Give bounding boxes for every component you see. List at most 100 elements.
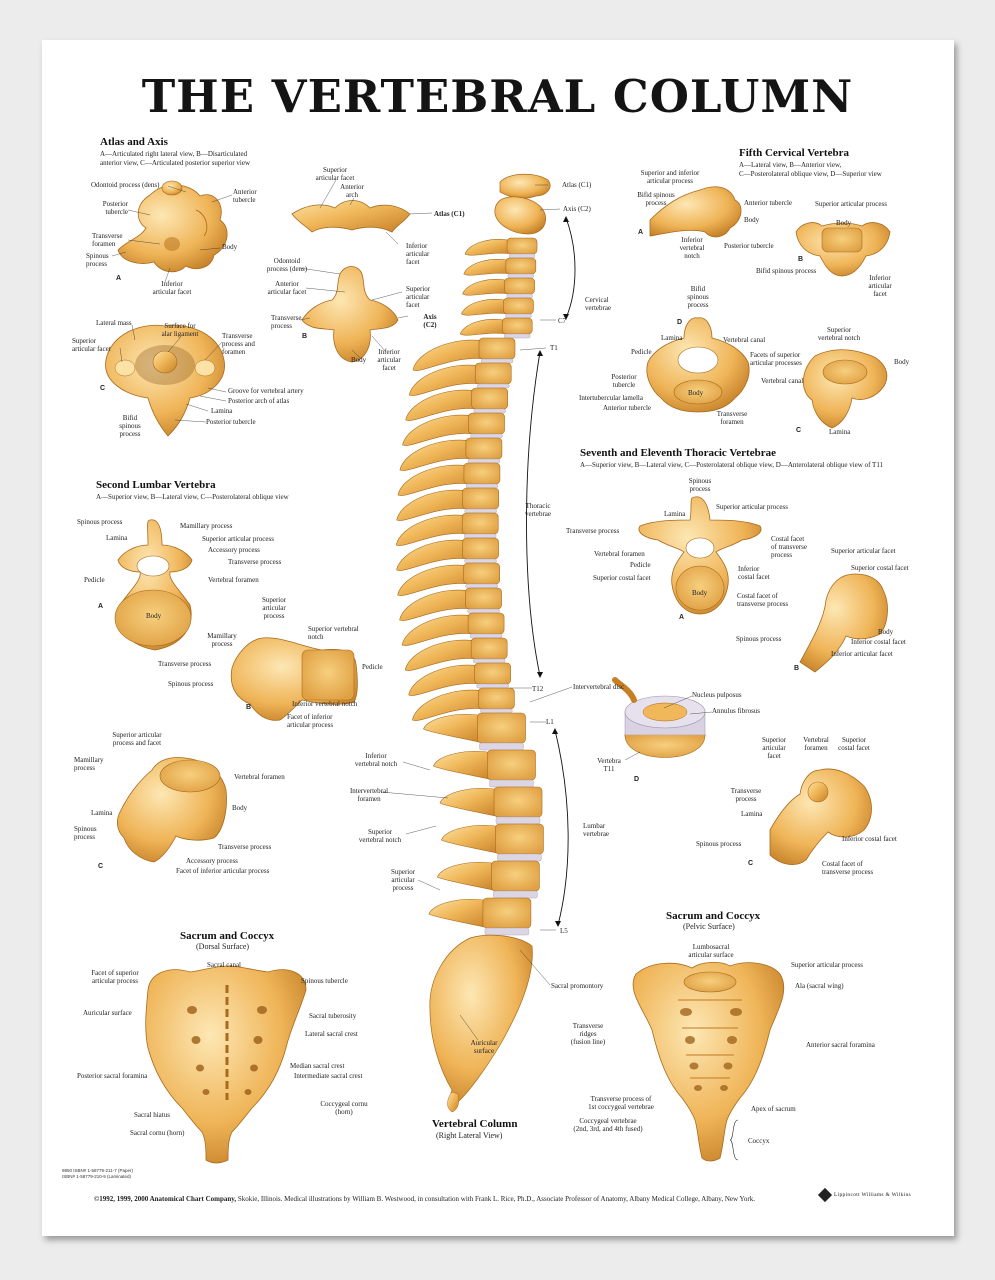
label-sp-apex: Apex of sacrum [751, 1105, 796, 1113]
label-l-body-c: Body [232, 804, 248, 812]
label-col-l1: L1 [546, 718, 554, 726]
atlas-c1-anterior-illustration [291, 200, 411, 233]
label-c5-body-d: Body [688, 389, 704, 397]
sacrum-dorsal-heading: Sacrum and Coccyx [180, 930, 275, 942]
c5-superior-illustration [646, 317, 750, 413]
label-posterior-tubercle-c: Posterior tubercle [206, 418, 256, 426]
label-l-mamillary-process: Mamillary process [180, 522, 233, 530]
label-t-spinous-process-b: Spinous process [736, 635, 782, 643]
c5-anterior-illustration [795, 222, 891, 277]
label-t-inferior-costal-facet-b: Inferior costal facet [851, 638, 906, 646]
label-intervertebral-disc: Intervertebral disc [573, 683, 625, 691]
label-c5-anterior-tubercle: Anterior tubercle [744, 199, 793, 207]
lumbar-superior-illustration [114, 519, 193, 651]
letter-c-t: C [748, 860, 754, 867]
label-c5-pedicle: Pedicle [631, 348, 652, 356]
column-caption: Vertebral Column [432, 1118, 518, 1130]
letter-b-t: B [794, 665, 800, 672]
t11-disc-illustration [612, 677, 706, 758]
label-l-spinous-process: Spinous process [77, 518, 123, 526]
label-sp-superior-articular-process: Superior articular process [791, 961, 863, 969]
letter-a-c5: A [638, 229, 644, 236]
label-c5-anterior-tubercle-d: Anterior tubercle [603, 404, 652, 412]
atlas-axis-lateral-illustration [117, 180, 228, 273]
label-sp-coccyx: Coccyx [748, 1137, 770, 1145]
label-sd-auricular-surface: Auricular surface [83, 1009, 132, 1017]
label-l-transverse-process: Transverse process [228, 558, 282, 566]
label-sd-spinous-tubercle: Spinous tubercle [301, 977, 348, 985]
label-c5-superior-articular-process: Superior articular process [815, 200, 887, 208]
label-sd-sacral-tuberosity: Sacral tuberosity [309, 1012, 357, 1020]
label-t-transverse-process: Transverse process [566, 527, 620, 535]
label-sp-anterior-sacral-foramina: Anterior sacral foramina [806, 1041, 875, 1049]
label-body-b: Body [351, 356, 367, 364]
sacrum-pelvic-subtitle: (Pelvic Surface) [683, 922, 735, 931]
label-l-body: Body [146, 612, 162, 620]
label-c5-body-b: Body [836, 219, 852, 227]
label-t-lamina-c: Lamina [741, 810, 763, 818]
letter-a-t: A [679, 614, 685, 621]
thoracic-heading: Seventh and Eleventh Thoracic Vertebrae [580, 447, 776, 459]
label-posterior-arch: Posterior arch of atlas [228, 397, 290, 405]
label-l-accessory-process: Accessory process [208, 546, 260, 554]
label-col-t12: T12 [532, 685, 544, 693]
thoracic-lateral-illustration [799, 573, 888, 673]
label-t-superior-articular-facet-b: Superior articular facet [831, 547, 896, 555]
publisher-logo: Lippincott Williams & Wilkins [817, 1187, 911, 1203]
thoracic-subtitle: A—Superior view, B—Lateral view, C—Poste… [580, 461, 884, 469]
letter-a-l: A [98, 603, 104, 610]
label-c5-body-c: Body [894, 358, 910, 366]
label-l-accessory-process-c: Accessory process [186, 857, 238, 865]
label-col-c7: C7 [558, 317, 567, 325]
lumbar-heading: Second Lumbar Vertebra [96, 479, 216, 491]
label-t-pedicle: Pedicle [630, 561, 651, 569]
label-l-transverse-process-c: Transverse process [218, 843, 272, 851]
label-col-l5: L5 [560, 927, 568, 935]
label-c5-posterior-tubercle: Posterior tubercle [724, 242, 774, 250]
atlas-axis-heading: Atlas and Axis [100, 136, 168, 148]
letter-d-t: D [634, 776, 640, 783]
label-l-inferior-vertebral-notch: Inferior vertebral notch [292, 700, 358, 708]
label-t-spinous-process-c: Spinous process [696, 840, 742, 848]
label-c5-lamina-c: Lamina [829, 428, 851, 436]
c5-subtitle: A—Lateral view, B—Anterior view, C—Poste… [739, 161, 882, 178]
label-t-inferior-costal-facet-c: Inferior costal facet [842, 835, 897, 843]
label-odontoid-process: Odontoid process (dens) [91, 181, 160, 189]
label-l-superior-articular-process: Superior articular process [202, 535, 274, 543]
c5-lateral-illustration [649, 186, 742, 238]
vertebral-column-illustration [395, 173, 551, 1113]
sacrum-dorsal-subtitle: (Dorsal Surface) [196, 942, 250, 951]
lumbar-subtitle: A—Superior view, B—Lateral view, C—Poste… [96, 493, 289, 501]
letter-c-l: C [98, 863, 104, 870]
lumbar-lateral-illustration [230, 637, 358, 721]
letter-c: C [100, 385, 106, 392]
